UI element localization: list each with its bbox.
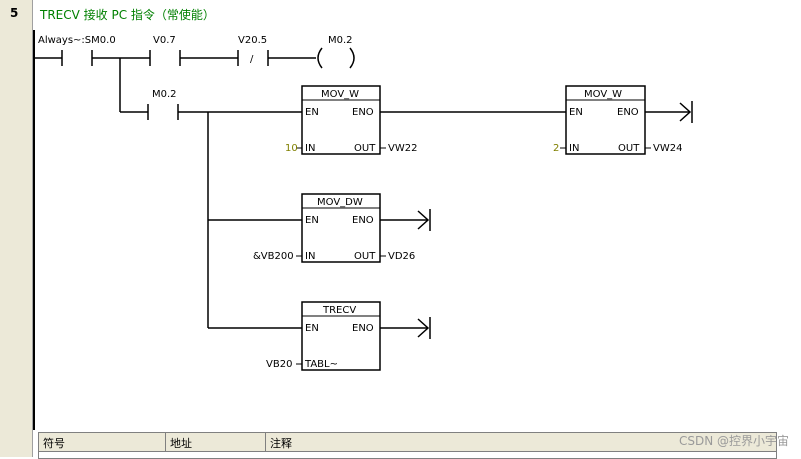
box-en: EN: [569, 107, 583, 118]
box-title: TRECV: [322, 305, 356, 316]
box-tbl: TABL~: [304, 359, 338, 370]
rung-1-wiring: [34, 50, 690, 329]
box-eno: ENO: [617, 107, 639, 118]
network-number: 5: [10, 6, 19, 20]
trecv-in-value[interactable]: VB20: [266, 359, 292, 370]
col-symbol[interactable]: 符号: [39, 433, 166, 451]
symbol-table: 符号 地址 注释: [38, 432, 777, 459]
box-out: OUT: [618, 143, 640, 154]
trecv-box[interactable]: TRECV EN ENO TABL~: [301, 301, 381, 371]
box-in: IN: [305, 251, 315, 262]
col-comment[interactable]: 注释: [270, 437, 292, 450]
box-title: MOV_DW: [317, 197, 363, 208]
mov-dw-in-value[interactable]: &VB200: [253, 251, 294, 262]
contact-v205-label[interactable]: V20.5: [238, 35, 267, 46]
box-in: IN: [569, 143, 579, 154]
mov-w-1-in-value[interactable]: 10: [285, 143, 298, 154]
ladder-diagram: / Always~:SM0.0 V0.7 V20.5 M0.2 M0.2 MOV…: [33, 30, 693, 430]
mov-dw-out-value[interactable]: VD26: [388, 251, 415, 262]
mov-w-2-in-value[interactable]: 2: [553, 143, 559, 154]
mov-dw-box[interactable]: MOV_DW EN ENO IN OUT: [301, 193, 381, 263]
network-number-strip: [0, 0, 33, 457]
network-title[interactable]: TRECV 接收 PC 指令（常使能）: [40, 8, 215, 22]
box-title: MOV_W: [584, 89, 622, 100]
watermark: CSDN @控界小宇宙: [678, 434, 789, 448]
box-en: EN: [305, 323, 319, 334]
symbol-table-header: 符号 地址 注释: [39, 433, 776, 452]
contact-v07-label[interactable]: V0.7: [153, 35, 176, 46]
box-title: MOV_W: [321, 89, 359, 100]
box-eno: ENO: [352, 215, 374, 226]
output-arrows: [417, 101, 693, 339]
box-en: EN: [305, 107, 319, 118]
mov-w-box-1[interactable]: MOV_W EN ENO IN OUT: [301, 85, 381, 155]
mov-w-box-2[interactable]: MOV_W EN ENO IN OUT: [565, 85, 646, 155]
mov-w-2-out-value[interactable]: VW24: [653, 143, 682, 154]
not-contact-slash: /: [250, 54, 254, 65]
box-out: OUT: [354, 143, 376, 154]
box-in: IN: [305, 143, 315, 154]
mov-w-1-out-value[interactable]: VW22: [388, 143, 417, 154]
col-address[interactable]: 地址: [166, 433, 266, 451]
box-eno: ENO: [352, 107, 374, 118]
coil-label[interactable]: M0.2: [328, 35, 353, 46]
coil-m02[interactable]: [317, 47, 355, 69]
box-en: EN: [305, 215, 319, 226]
contact-m02-label[interactable]: M0.2: [152, 89, 177, 100]
contact-always-label[interactable]: Always~:SM0.0: [38, 35, 116, 46]
box-out: OUT: [354, 251, 376, 262]
box-eno: ENO: [352, 323, 374, 334]
